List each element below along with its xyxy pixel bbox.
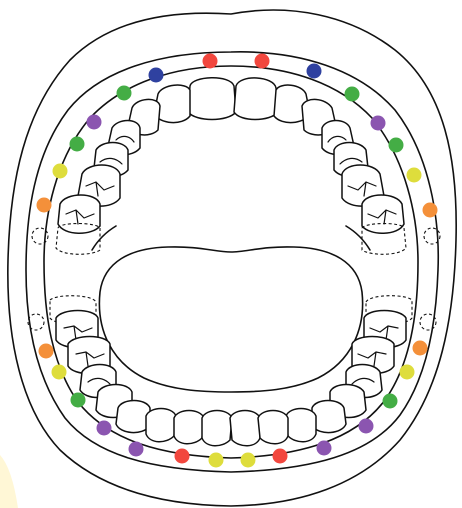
lower-marker-purple: [129, 442, 144, 457]
tongue: [99, 247, 362, 392]
lower-marker-yellow: [209, 453, 224, 468]
upper-marker-red: [255, 54, 270, 69]
lower-marker-green: [383, 394, 398, 409]
lower-marker-yellow: [400, 365, 415, 380]
upper-marker-blue: [149, 68, 164, 83]
tooth-lower-lateral-left: [146, 409, 176, 442]
upper-marker-red: [203, 54, 218, 69]
lower-marker-orange: [413, 341, 428, 356]
tooth-lower-central-l1: [202, 411, 232, 446]
tooth-lower-lateral-right: [286, 409, 316, 442]
lower-marker-red: [273, 449, 288, 464]
corner-highlight: [0, 455, 18, 508]
upper-marker-green: [345, 87, 360, 102]
lower-marker-yellow: [52, 365, 67, 380]
lower-marker-purple: [359, 419, 374, 434]
upper-marker-yellow: [53, 164, 68, 179]
tooth-upper-central-left: [188, 78, 236, 120]
lower-marker-purple: [317, 441, 332, 456]
upper-marker-green: [70, 137, 85, 152]
upper-marker-green: [389, 138, 404, 153]
lower-marker-purple: [97, 421, 112, 436]
upper-marker-yellow: [407, 168, 422, 183]
upper-teeth: [32, 78, 440, 255]
tooth-lower-central-r1: [230, 411, 260, 446]
upper-marker-orange: [423, 203, 438, 218]
tooth-lower-left-circle: [28, 314, 44, 330]
tooth-lower-central-l2: [174, 411, 204, 444]
upper-marker-blue: [307, 64, 322, 79]
lower-teeth: [28, 296, 436, 446]
upper-marker-purple: [87, 115, 102, 130]
lower-marker-orange: [39, 344, 54, 359]
tooth-upper-central-right: [234, 78, 278, 120]
upper-marker-purple: [371, 116, 386, 131]
tooth-lower-canine-left: [116, 401, 150, 433]
lower-marker-yellow: [241, 453, 256, 468]
tooth-lower-central-r2: [258, 411, 288, 444]
upper-marker-green: [117, 86, 132, 101]
lower-marker-green: [71, 393, 86, 408]
tooth-lower-canine-right: [312, 401, 346, 433]
lower-marker-red: [175, 449, 190, 464]
upper-marker-orange: [37, 198, 52, 213]
